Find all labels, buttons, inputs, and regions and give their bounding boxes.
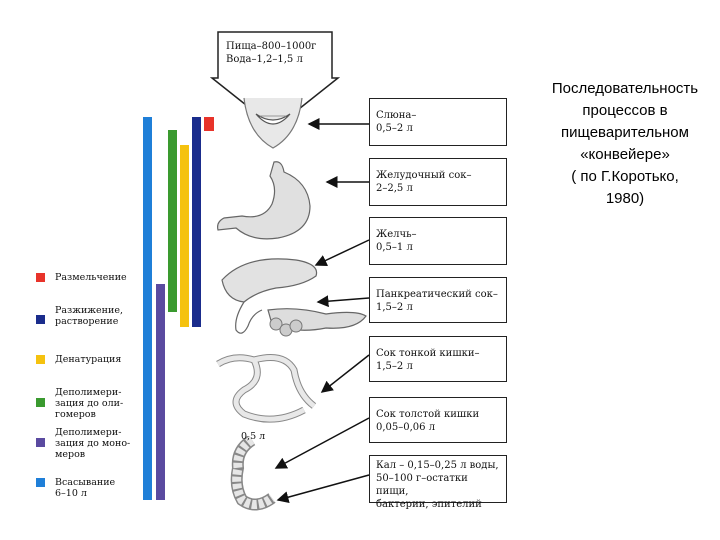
- gastric-juice-label: Желудочный сок–: [376, 170, 472, 181]
- title-line-1: Последовательность: [551, 80, 699, 97]
- legend-monomers-label: Деполимери- зация до моно- меров: [55, 427, 131, 460]
- small-intestine-illustration: [216, 354, 317, 423]
- legend-absorption-swatch: [36, 478, 45, 487]
- water-amount: Вода–1,2–1,5 л: [226, 54, 303, 65]
- bar-dilution: [192, 117, 201, 327]
- food-amount: Пища–800–1000г: [226, 41, 317, 52]
- colon-juice-label: Сок толстой кишки: [376, 409, 480, 420]
- diagram-title: Последовательность процессов в пищеварит…: [532, 78, 718, 210]
- legend-monomers-swatch: [36, 438, 45, 447]
- feces-line-2: 50–100 г–остатки пищи,: [376, 473, 468, 497]
- bar-absorption: [143, 117, 152, 500]
- bar-depolymerization-monomers: [156, 284, 165, 500]
- legend-oligomers-swatch: [36, 398, 45, 407]
- title-line-3: пищеварительном: [561, 124, 689, 141]
- pancreatic-juice-label: Панкреатический сок–: [376, 289, 498, 300]
- bar-denaturation: [180, 145, 189, 327]
- intestinal-juice-label: Сок тонкой кишки–: [376, 348, 480, 359]
- feces-line-1: Кал – 0,15–0,25 л воды,: [376, 460, 499, 471]
- colon-juice-volume: 0,05–0,06 л: [376, 422, 436, 433]
- intestinal-juice-volume: 1,5–2 л: [376, 361, 413, 372]
- gastric-juice-volume: 2–2,5 л: [376, 183, 413, 194]
- food-input-label: Пища–800–1000г Вода–1,2–1,5 л: [226, 40, 326, 66]
- legend-absorption-label: Всасывание 6–10 л: [55, 477, 116, 499]
- legend-denaturation-swatch: [36, 355, 45, 364]
- legend-dilution-label: Разжижение, растворение: [55, 305, 123, 327]
- legend-grinding-swatch: [36, 273, 45, 282]
- colon-volume-label: 0,5 л: [241, 431, 266, 442]
- saliva-volume: 0,5–2 л: [376, 123, 413, 134]
- title-line-2: процессов в: [582, 102, 668, 119]
- gastric-juice-box: Желудочный сок– 2–2,5 л: [369, 158, 507, 206]
- legend-dilution-swatch: [36, 315, 45, 324]
- saliva-box: Слюна– 0,5–2 л: [369, 98, 507, 146]
- title-line-5: ( по Г.Коротько,: [571, 168, 679, 185]
- title-line-4: «конвейере»: [580, 146, 670, 163]
- food-input-arrow: [210, 31, 340, 129]
- pancreatic-juice-box: Панкреатический сок– 1,5–2 л: [369, 277, 507, 323]
- bile-box: Желчь– 0,5–1 л: [369, 217, 507, 265]
- liver-pancreas-illustration: [221, 258, 367, 337]
- feces-line-3: бактерии, эпителий: [376, 499, 482, 510]
- pancreatic-juice-volume: 1,5–2 л: [376, 302, 413, 313]
- bile-label: Желчь–: [376, 229, 417, 240]
- legend-oligomers-label: Деполимери- зация до оли- гомеров: [55, 387, 124, 420]
- large-intestine-illustration: [230, 436, 276, 511]
- legend-denaturation-label: Денатурация: [55, 354, 122, 365]
- bile-volume: 0,5–1 л: [376, 242, 413, 253]
- bar-depolymerization-oligomers: [168, 130, 177, 312]
- intestinal-juice-box: Сок тонкой кишки– 1,5–2 л: [369, 336, 507, 382]
- colon-juice-box: Сок толстой кишки 0,05–0,06 л: [369, 397, 507, 443]
- legend-grinding-label: Размельчение: [55, 272, 127, 283]
- title-line-6: 1980): [605, 190, 645, 207]
- saliva-label: Слюна–: [376, 110, 417, 121]
- mouth-illustration: [243, 97, 303, 149]
- bar-grinding: [204, 117, 214, 131]
- stomach-illustration: [217, 161, 311, 240]
- feces-box: Кал – 0,15–0,25 л воды, 50–100 г–остатки…: [369, 455, 507, 510]
